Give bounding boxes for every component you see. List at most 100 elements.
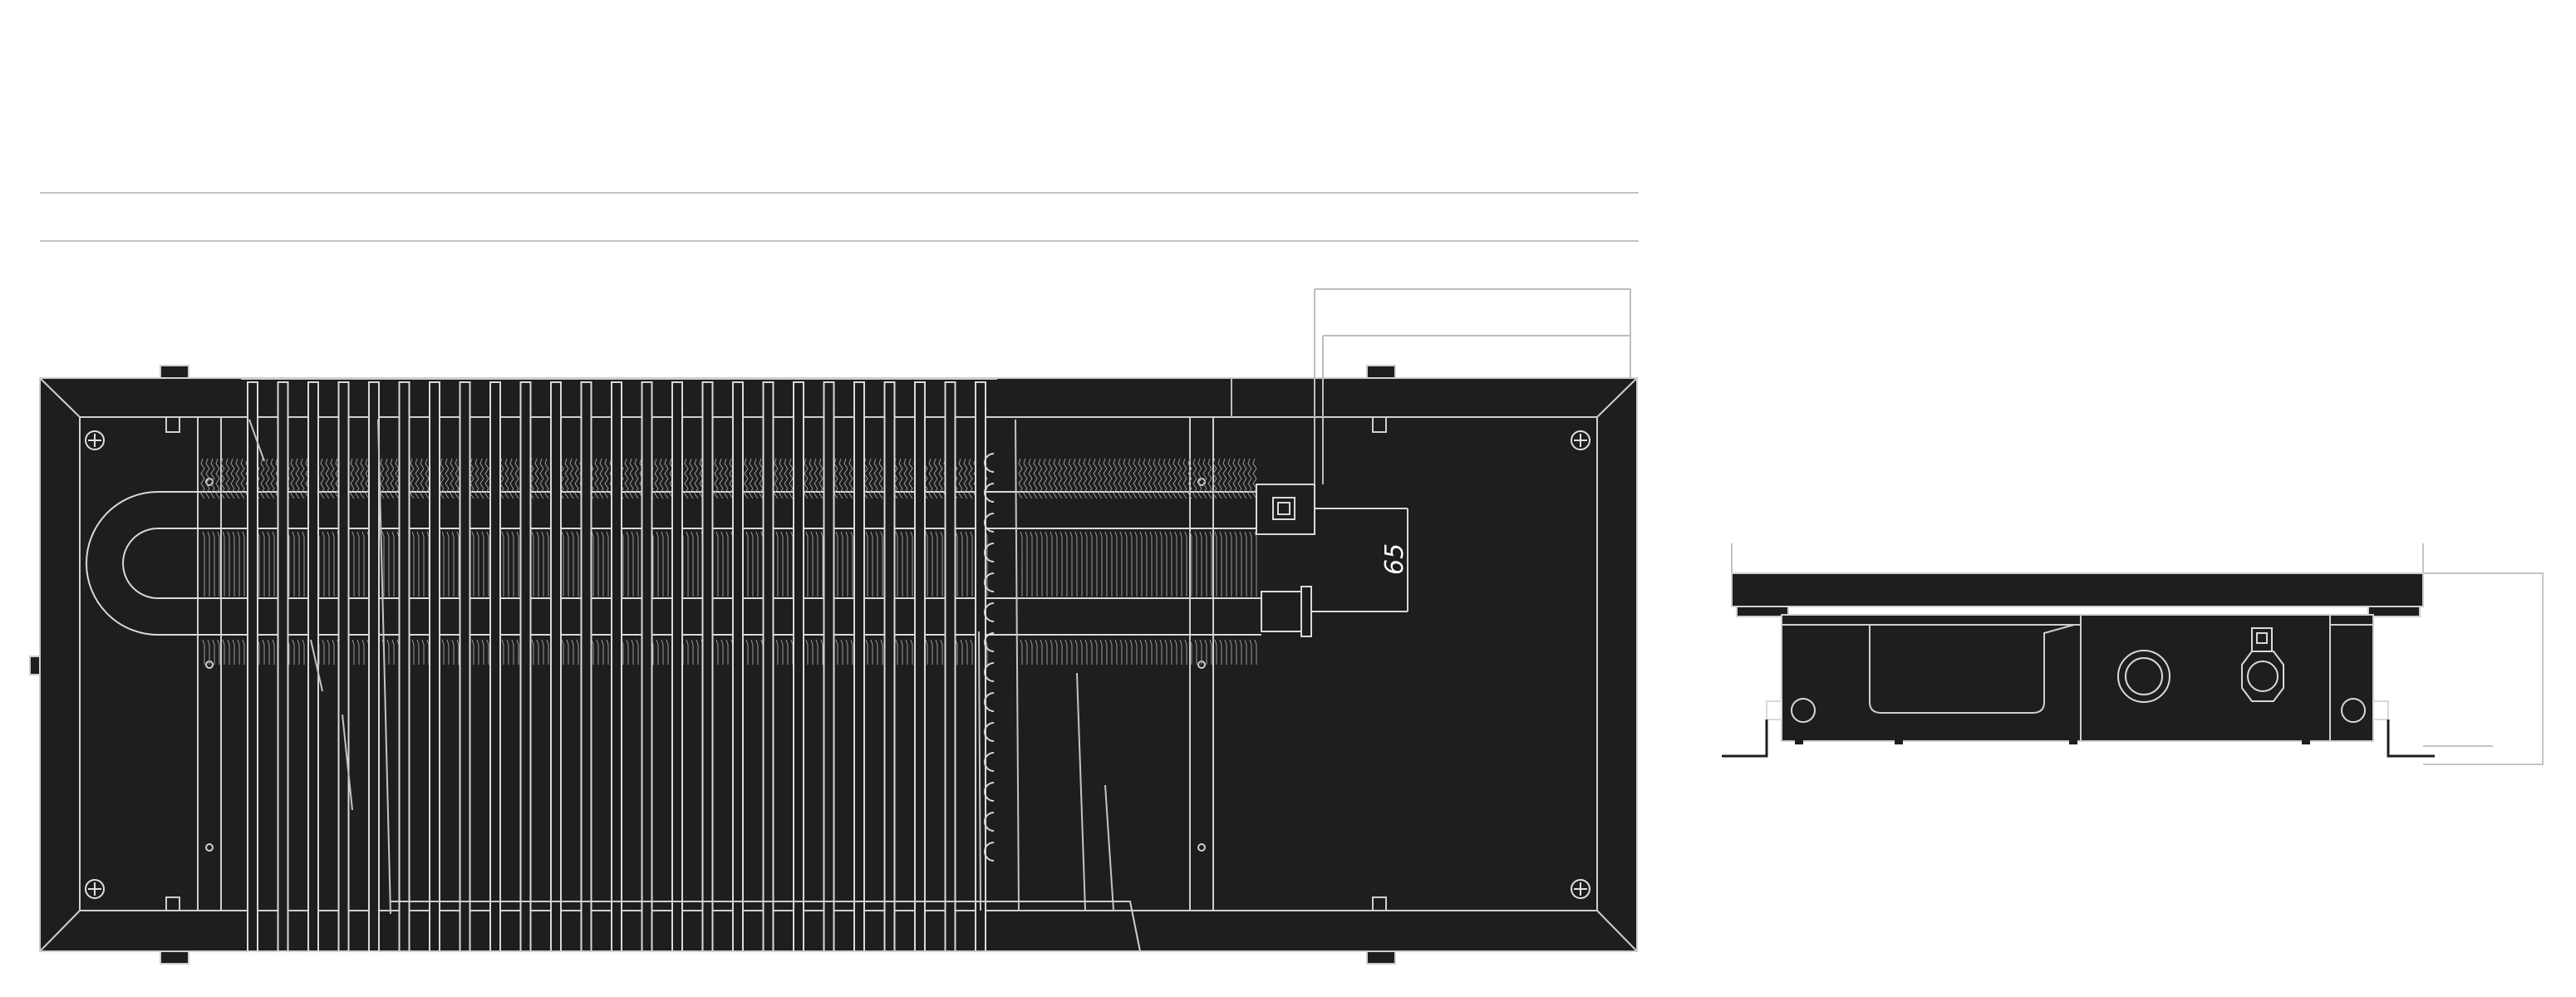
fin bbox=[1189, 639, 1192, 665]
grille-bar bbox=[519, 381, 532, 952]
fin bbox=[1058, 458, 1063, 499]
fin bbox=[594, 458, 599, 499]
fin bbox=[715, 531, 719, 597]
fin bbox=[1059, 531, 1063, 597]
frame-miter-lines bbox=[39, 377, 1638, 952]
fin bbox=[1209, 639, 1212, 665]
fin bbox=[237, 531, 240, 597]
fin bbox=[257, 531, 260, 597]
fin bbox=[840, 531, 843, 597]
fin bbox=[1169, 639, 1172, 665]
fin bbox=[561, 639, 564, 665]
fin bbox=[1050, 531, 1053, 597]
fin bbox=[501, 531, 504, 597]
fin bbox=[1168, 458, 1172, 499]
fin bbox=[227, 531, 230, 597]
end-cap bbox=[984, 692, 995, 712]
fin bbox=[755, 531, 759, 597]
grille-bar bbox=[611, 381, 622, 952]
fin bbox=[210, 458, 215, 499]
fin bbox=[207, 531, 210, 597]
fin bbox=[661, 531, 664, 597]
fin bbox=[1249, 531, 1252, 597]
fin bbox=[421, 531, 425, 597]
fin bbox=[1020, 639, 1023, 665]
fin bbox=[1227, 458, 1232, 499]
fin bbox=[456, 639, 460, 665]
fin bbox=[360, 458, 365, 499]
fin bbox=[908, 458, 913, 499]
fin bbox=[1133, 458, 1138, 499]
fin bbox=[205, 458, 210, 499]
fin bbox=[1144, 531, 1148, 597]
fin bbox=[955, 639, 958, 665]
fin bbox=[1043, 458, 1048, 499]
grille-bar bbox=[793, 381, 804, 952]
fin bbox=[536, 639, 539, 665]
fin bbox=[656, 531, 659, 597]
fin bbox=[719, 458, 724, 499]
side-grille-slab bbox=[1731, 572, 2424, 607]
fin bbox=[1054, 531, 1058, 597]
fin bbox=[516, 639, 519, 665]
fin bbox=[1244, 639, 1247, 665]
fin bbox=[511, 639, 514, 665]
fin bbox=[955, 531, 958, 597]
grille-bar bbox=[914, 381, 926, 952]
fin bbox=[925, 639, 928, 665]
fin bbox=[1224, 531, 1227, 597]
fin bbox=[895, 531, 898, 597]
fin bbox=[774, 458, 779, 499]
fin bbox=[960, 639, 963, 665]
fin bbox=[848, 458, 853, 499]
fin bbox=[745, 639, 749, 665]
fin bbox=[225, 458, 230, 499]
grille-bar bbox=[459, 381, 471, 952]
fin bbox=[1099, 531, 1103, 597]
fin bbox=[1144, 639, 1148, 665]
fin bbox=[292, 531, 295, 597]
grille-bar bbox=[823, 381, 835, 952]
fin bbox=[1222, 458, 1227, 499]
fin bbox=[898, 458, 903, 499]
fin bbox=[1025, 531, 1028, 597]
end-cap bbox=[984, 572, 995, 592]
fin bbox=[689, 458, 694, 499]
fin bbox=[840, 639, 843, 665]
fin bbox=[1045, 639, 1048, 665]
fin bbox=[805, 639, 809, 665]
fin bbox=[1184, 531, 1187, 597]
fin bbox=[350, 458, 355, 499]
fin bbox=[845, 531, 848, 597]
fin bbox=[1118, 458, 1123, 499]
fin bbox=[1229, 639, 1232, 665]
fin bbox=[479, 458, 484, 499]
fin bbox=[1139, 531, 1143, 597]
fin bbox=[476, 531, 479, 597]
fin bbox=[651, 531, 654, 597]
fin bbox=[843, 458, 848, 499]
fin bbox=[1023, 458, 1028, 499]
fin bbox=[1134, 639, 1138, 665]
fin bbox=[1040, 531, 1043, 597]
fin bbox=[780, 639, 784, 665]
fin bbox=[900, 639, 903, 665]
fin bbox=[1104, 531, 1108, 597]
fin bbox=[636, 639, 639, 665]
fin bbox=[327, 531, 330, 597]
fin bbox=[1139, 639, 1143, 665]
fin bbox=[546, 639, 549, 665]
fin bbox=[820, 639, 823, 665]
fin bbox=[720, 639, 724, 665]
fin bbox=[411, 639, 415, 665]
fin bbox=[1204, 639, 1207, 665]
fin bbox=[1153, 458, 1158, 499]
fin bbox=[970, 639, 973, 665]
fin bbox=[421, 639, 425, 665]
end-cap bbox=[984, 453, 995, 473]
fin bbox=[292, 639, 295, 665]
fin bbox=[325, 458, 330, 499]
lower-connection bbox=[1261, 508, 1408, 637]
fin bbox=[481, 639, 484, 665]
fin bbox=[838, 458, 843, 499]
